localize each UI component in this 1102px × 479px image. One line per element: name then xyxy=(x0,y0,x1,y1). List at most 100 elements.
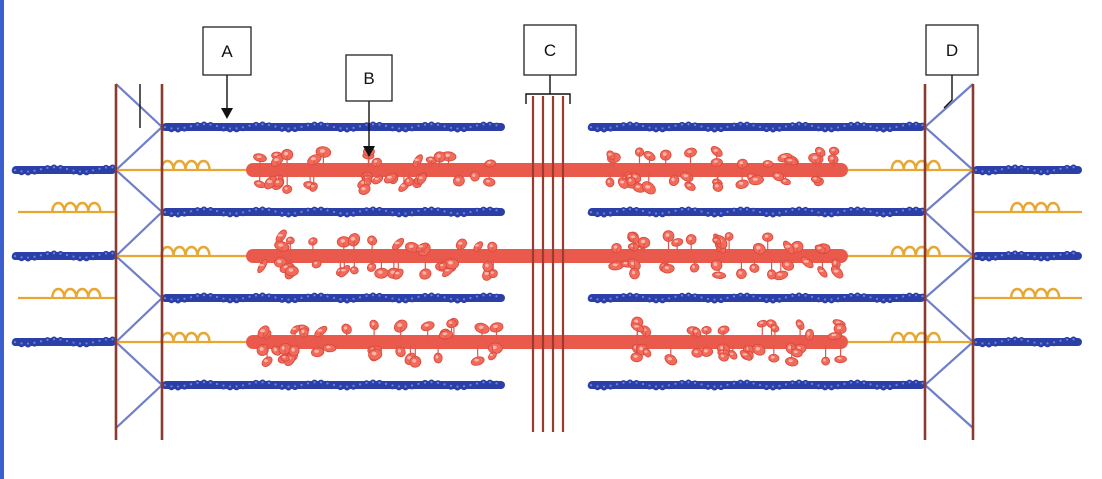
actin-bead-highlight xyxy=(914,123,918,126)
myosin-head-highlight xyxy=(620,180,625,184)
actin-bead-highlight xyxy=(680,381,684,384)
myosin-head-highlight xyxy=(351,268,355,271)
myosin-head-highlight xyxy=(607,179,611,183)
actin-bead-highlight xyxy=(869,125,872,128)
myosin-head-highlight xyxy=(273,347,277,352)
myosin-head-highlight xyxy=(484,271,489,276)
label-b-text: B xyxy=(363,69,374,88)
actin-bead-highlight xyxy=(739,381,742,384)
actin-bead-highlight xyxy=(609,126,612,129)
myosin-head-highlight xyxy=(448,321,453,324)
actin-bead-highlight xyxy=(26,170,30,173)
actin-bead-highlight xyxy=(371,381,375,384)
actin-bead-highlight xyxy=(921,295,924,298)
actin-bead-highlight xyxy=(274,383,277,386)
actin-bead-highlight xyxy=(78,342,82,345)
actin-bead-highlight xyxy=(391,384,394,387)
actin-bead-highlight xyxy=(641,124,645,128)
actin-bead-highlight xyxy=(797,208,801,211)
myosin-head-highlight xyxy=(715,184,719,188)
actin-bead-highlight xyxy=(20,170,23,173)
actin-bead-highlight xyxy=(1072,252,1075,255)
actin-bead-highlight xyxy=(849,294,853,297)
actin-bead-highlight xyxy=(371,208,375,211)
myosin-head-highlight xyxy=(726,234,730,237)
actin-bead-highlight xyxy=(228,298,232,301)
myosin-head-highlight xyxy=(634,319,639,324)
actin-bead-highlight xyxy=(410,297,414,300)
titin-springs xyxy=(18,159,1082,344)
actin-bead-highlight xyxy=(488,381,492,384)
myosin-thick-filaments xyxy=(246,146,848,368)
actin-bead-highlight xyxy=(719,127,723,130)
actin-bead-highlight xyxy=(888,385,892,388)
actin-bead-highlight xyxy=(488,208,492,211)
actin-bead-highlight xyxy=(901,382,905,385)
titin-coil xyxy=(890,159,941,171)
myosin-head-highlight xyxy=(777,273,783,276)
actin-bead-highlight xyxy=(313,381,316,384)
myosin-head-highlight xyxy=(630,235,636,239)
actin-bead-highlight xyxy=(326,382,329,385)
actin-bead-highlight xyxy=(59,252,62,255)
actin-bead-highlight xyxy=(784,383,788,386)
label-a-text: A xyxy=(221,42,233,61)
myosin-head-highlight xyxy=(301,329,305,334)
actin-bead-highlight xyxy=(91,169,95,172)
actin-bead-highlight xyxy=(469,125,472,129)
actin-bead-highlight xyxy=(810,382,814,385)
actin-right-2 xyxy=(587,292,926,304)
actin-bead-highlight xyxy=(1059,339,1062,342)
myosin-head-highlight xyxy=(631,270,636,275)
actin-bead-highlight xyxy=(875,126,879,129)
actin-bead-highlight xyxy=(602,127,606,130)
actin-right-0 xyxy=(587,121,926,133)
myosin-head-highlight xyxy=(287,238,291,241)
myosin-head xyxy=(308,237,318,246)
actin-bead-highlight xyxy=(622,123,625,126)
actin-bead-highlight xyxy=(1020,166,1023,169)
myosin-head-highlight xyxy=(277,259,282,264)
actin-bead-highlight xyxy=(674,209,677,212)
myosin-head-highlight xyxy=(819,269,824,272)
actin-bead-highlight xyxy=(882,212,885,215)
myosin-head-highlight xyxy=(472,173,476,177)
titin-coil xyxy=(51,287,102,299)
actin-bead-highlight xyxy=(495,382,498,385)
actin-bead-highlight xyxy=(26,342,30,345)
actin-bead-highlight xyxy=(589,297,593,300)
actin-bead-highlight xyxy=(345,127,349,130)
actin-bead-highlight xyxy=(209,294,212,297)
myosin-head-highlight xyxy=(646,153,651,157)
myosin-head-highlight xyxy=(752,177,758,181)
actin-bead-highlight xyxy=(13,341,17,344)
actin-bead-highlight xyxy=(901,124,905,127)
actin-bead-highlight xyxy=(436,123,440,127)
actin-bead-highlight xyxy=(713,298,716,301)
actin-bead-highlight xyxy=(589,384,593,387)
myosin-head-highlight xyxy=(613,245,618,249)
actin-bead-highlight xyxy=(719,212,723,215)
myosin-head-highlight xyxy=(628,178,632,182)
actin-bead-highlight xyxy=(862,381,866,385)
actin-bead-highlight xyxy=(609,297,612,300)
actin-bead-highlight xyxy=(875,211,879,214)
actin-bead-highlight xyxy=(274,125,277,128)
actin-bead-highlight xyxy=(1013,252,1017,255)
actin-bead-highlight xyxy=(488,123,492,126)
myosin-head-highlight xyxy=(793,350,798,354)
actin-bead-highlight xyxy=(339,298,342,301)
actin-bead-highlight xyxy=(596,385,599,388)
actin-bead-highlight xyxy=(1046,256,1049,259)
actin-bead-highlight xyxy=(274,296,277,299)
actin-bead-highlight xyxy=(423,294,427,297)
actin-bead-highlight xyxy=(994,169,997,172)
label-a: A xyxy=(202,26,252,76)
actin-bead-highlight xyxy=(352,126,355,129)
actin-bead-highlight xyxy=(888,298,892,301)
actin-bead-highlight xyxy=(13,255,17,258)
actin-bead-highlight xyxy=(628,123,632,126)
actin-bead-highlight xyxy=(209,123,212,126)
actin-bead-highlight xyxy=(908,123,911,126)
myosin-head-highlight xyxy=(418,245,424,248)
